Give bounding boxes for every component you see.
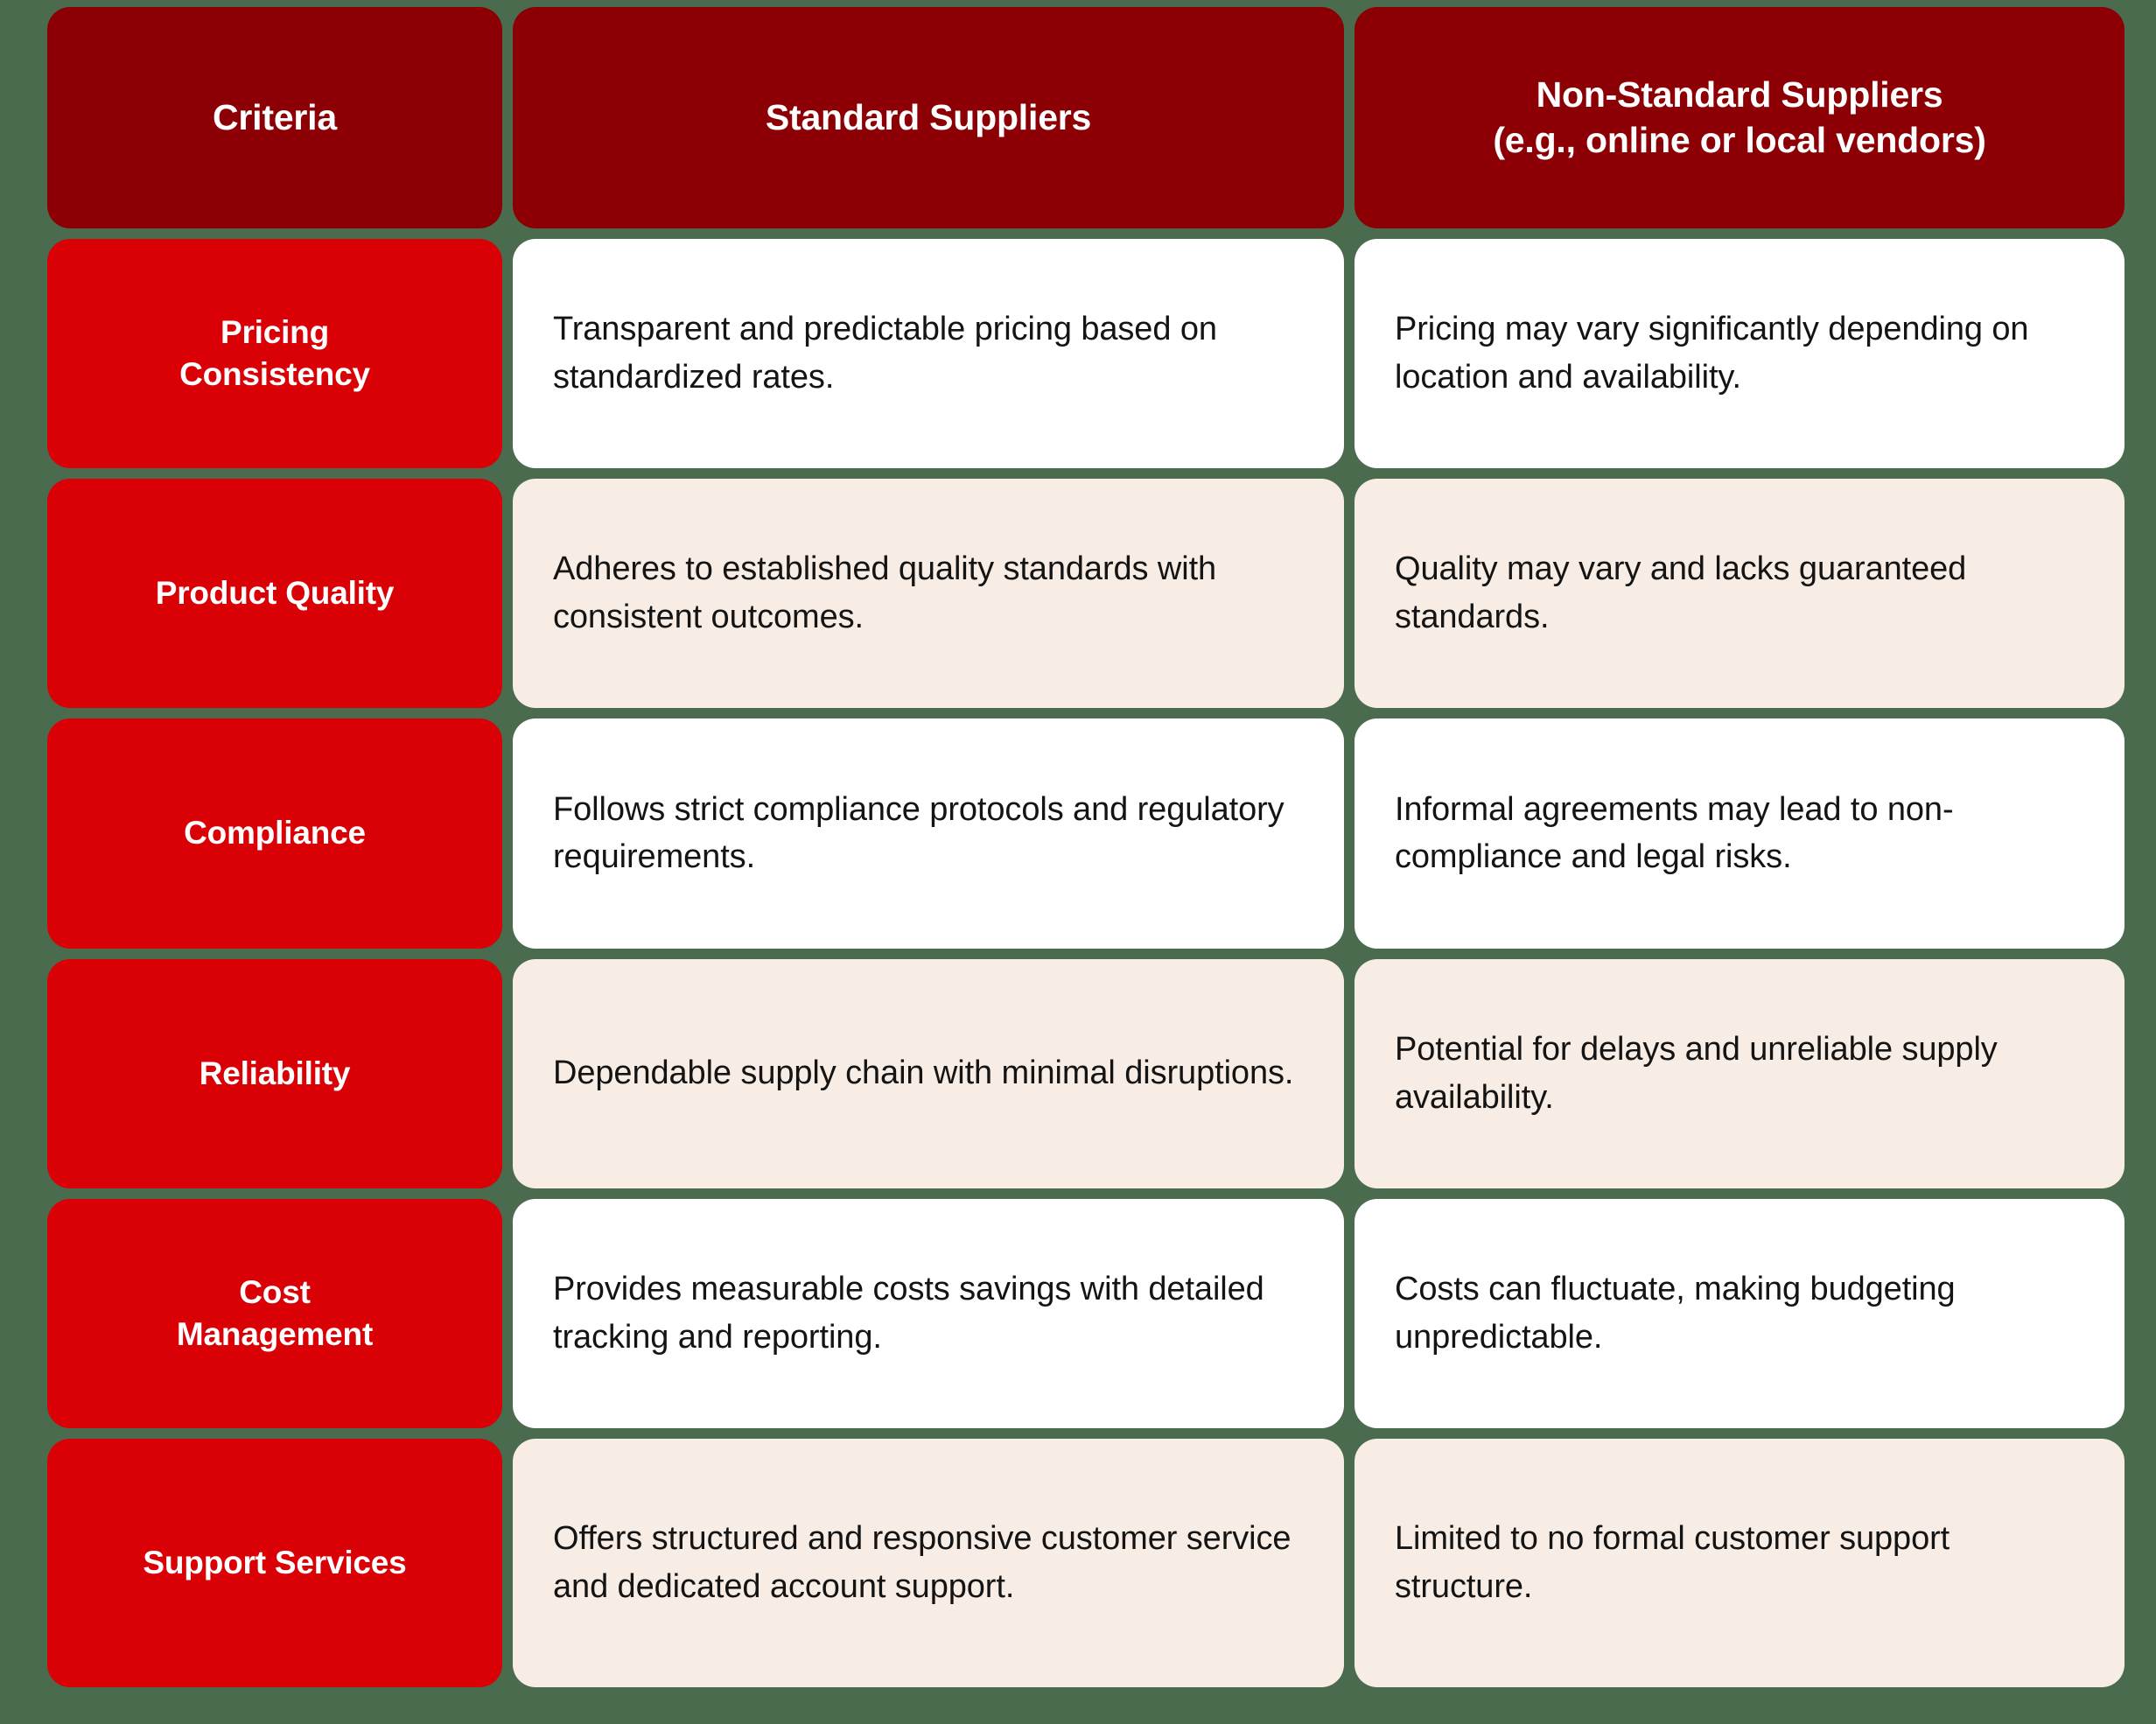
criteria-label: Cost Management — [177, 1272, 373, 1356]
header-cell-standard-suppliers: Standard Suppliers — [513, 7, 1344, 228]
column-gap-1 — [502, 1439, 513, 1687]
table-row: Cost Management Provides measurable cost… — [0, 1198, 2156, 1429]
table-row: Pricing Consistency Transparent and pred… — [0, 238, 2156, 468]
criteria-cell-support-services: Support Services — [47, 1439, 502, 1688]
criteria-cell-cost-management: Cost Management — [47, 1198, 502, 1429]
non-standard-supplier-cell: Costs can fluctuate, making budgeting un… — [1354, 1198, 2124, 1429]
standard-supplier-cell: Provides measurable costs savings with d… — [513, 1198, 1344, 1429]
criteria-label: Support Services — [143, 1545, 407, 1581]
header-cell-criteria: Criteria — [47, 7, 502, 228]
table-row: Support Services Offers structured and r… — [0, 1439, 2156, 1688]
criteria-cell-compliance: Compliance — [47, 718, 502, 949]
right-gutter — [2124, 718, 2156, 948]
right-gutter — [2124, 7, 2156, 228]
header-label-non-standard-line1: Non-Standard Suppliers — [1536, 74, 1943, 115]
left-gutter — [0, 959, 47, 1188]
column-gap-1 — [502, 239, 513, 468]
right-gutter — [2124, 1439, 2156, 1687]
non-standard-supplier-cell: Potential for delays and unreliable supp… — [1354, 958, 2124, 1188]
right-gutter — [2124, 959, 2156, 1188]
column-gap-1 — [502, 959, 513, 1188]
column-gap-2 — [1344, 479, 1354, 708]
standard-supplier-text: Offers structured and responsive custome… — [553, 1520, 1292, 1606]
criteria-label: Compliance — [184, 815, 366, 851]
table-row: Compliance Follows strict compliance pro… — [0, 718, 2156, 949]
left-gutter — [0, 479, 47, 708]
left-gutter — [0, 1439, 47, 1687]
non-standard-supplier-text: Quality may vary and lacks guaranteed st… — [1395, 550, 1967, 636]
left-gutter — [0, 1199, 47, 1428]
non-standard-supplier-text: Costs can fluctuate, making budgeting un… — [1395, 1271, 1956, 1356]
column-gap-1 — [502, 7, 513, 228]
non-standard-supplier-cell: Pricing may vary significantly depending… — [1354, 238, 2124, 468]
standard-supplier-text: Transparent and predictable pricing base… — [553, 310, 1217, 396]
non-standard-supplier-text: Potential for delays and unreliable supp… — [1395, 1030, 1998, 1116]
criteria-cell-product-quality: Product Quality — [47, 478, 502, 709]
column-gap-2 — [1344, 1199, 1354, 1428]
column-gap-2 — [1344, 718, 1354, 948]
criteria-label-line1: Cost — [239, 1273, 311, 1310]
criteria-cell-reliability: Reliability — [47, 958, 502, 1188]
standard-supplier-cell: Offers structured and responsive custome… — [513, 1439, 1344, 1688]
criteria-label-line2: Consistency — [179, 355, 370, 392]
column-gap-2 — [1344, 239, 1354, 468]
column-gap-2 — [1344, 7, 1354, 228]
right-gutter — [2124, 479, 2156, 708]
criteria-label: Reliability — [199, 1055, 351, 1091]
criteria-label: Product Quality — [155, 574, 395, 611]
criteria-label-line1: Pricing — [220, 313, 329, 350]
table-row: Reliability Dependable supply chain with… — [0, 958, 2156, 1188]
standard-supplier-text: Dependable supply chain with minimal dis… — [553, 1055, 1294, 1092]
criteria-label: Pricing Consistency — [179, 312, 370, 396]
header-label-criteria: Criteria — [213, 97, 337, 138]
column-gap-1 — [502, 1199, 513, 1428]
non-standard-supplier-cell: Limited to no formal customer support st… — [1354, 1439, 2124, 1688]
column-gap-2 — [1344, 959, 1354, 1188]
header-label-standard-suppliers: Standard Suppliers — [765, 97, 1092, 138]
right-gutter — [2124, 239, 2156, 468]
left-gutter — [0, 7, 47, 228]
non-standard-supplier-text: Informal agreements may lead to non-comp… — [1395, 790, 1954, 876]
right-gutter — [2124, 1199, 2156, 1428]
table-row: Product Quality Adheres to established q… — [0, 478, 2156, 709]
standard-supplier-text: Follows strict compliance protocols and … — [553, 790, 1284, 876]
header-label-non-standard-suppliers: Non-Standard Suppliers (e.g., online or … — [1493, 72, 1986, 164]
standard-supplier-text: Adheres to established quality standards… — [553, 550, 1217, 636]
left-gutter — [0, 239, 47, 468]
column-gap-2 — [1344, 1439, 1354, 1687]
non-standard-supplier-text: Pricing may vary significantly depending… — [1395, 310, 2029, 396]
standard-supplier-cell: Adheres to established quality standards… — [513, 478, 1344, 709]
criteria-cell-pricing-consistency: Pricing Consistency — [47, 238, 502, 468]
standard-supplier-cell: Dependable supply chain with minimal dis… — [513, 958, 1344, 1188]
header-cell-non-standard-suppliers: Non-Standard Suppliers (e.g., online or … — [1354, 7, 2124, 228]
standard-supplier-cell: Follows strict compliance protocols and … — [513, 718, 1344, 949]
non-standard-supplier-text: Limited to no formal customer support st… — [1395, 1520, 1950, 1606]
column-gap-1 — [502, 479, 513, 708]
standard-supplier-text: Provides measurable costs savings with d… — [553, 1271, 1264, 1356]
standard-supplier-cell: Transparent and predictable pricing base… — [513, 238, 1344, 468]
left-gutter — [0, 718, 47, 948]
non-standard-supplier-cell: Quality may vary and lacks guaranteed st… — [1354, 478, 2124, 709]
table-header-row: Criteria Standard Suppliers Non-Standard… — [0, 7, 2156, 228]
column-gap-1 — [502, 718, 513, 948]
criteria-label-line2: Management — [176, 1316, 374, 1352]
header-label-non-standard-line2: (e.g., online or local vendors) — [1493, 120, 1986, 161]
non-standard-supplier-cell: Informal agreements may lead to non-comp… — [1354, 718, 2124, 949]
